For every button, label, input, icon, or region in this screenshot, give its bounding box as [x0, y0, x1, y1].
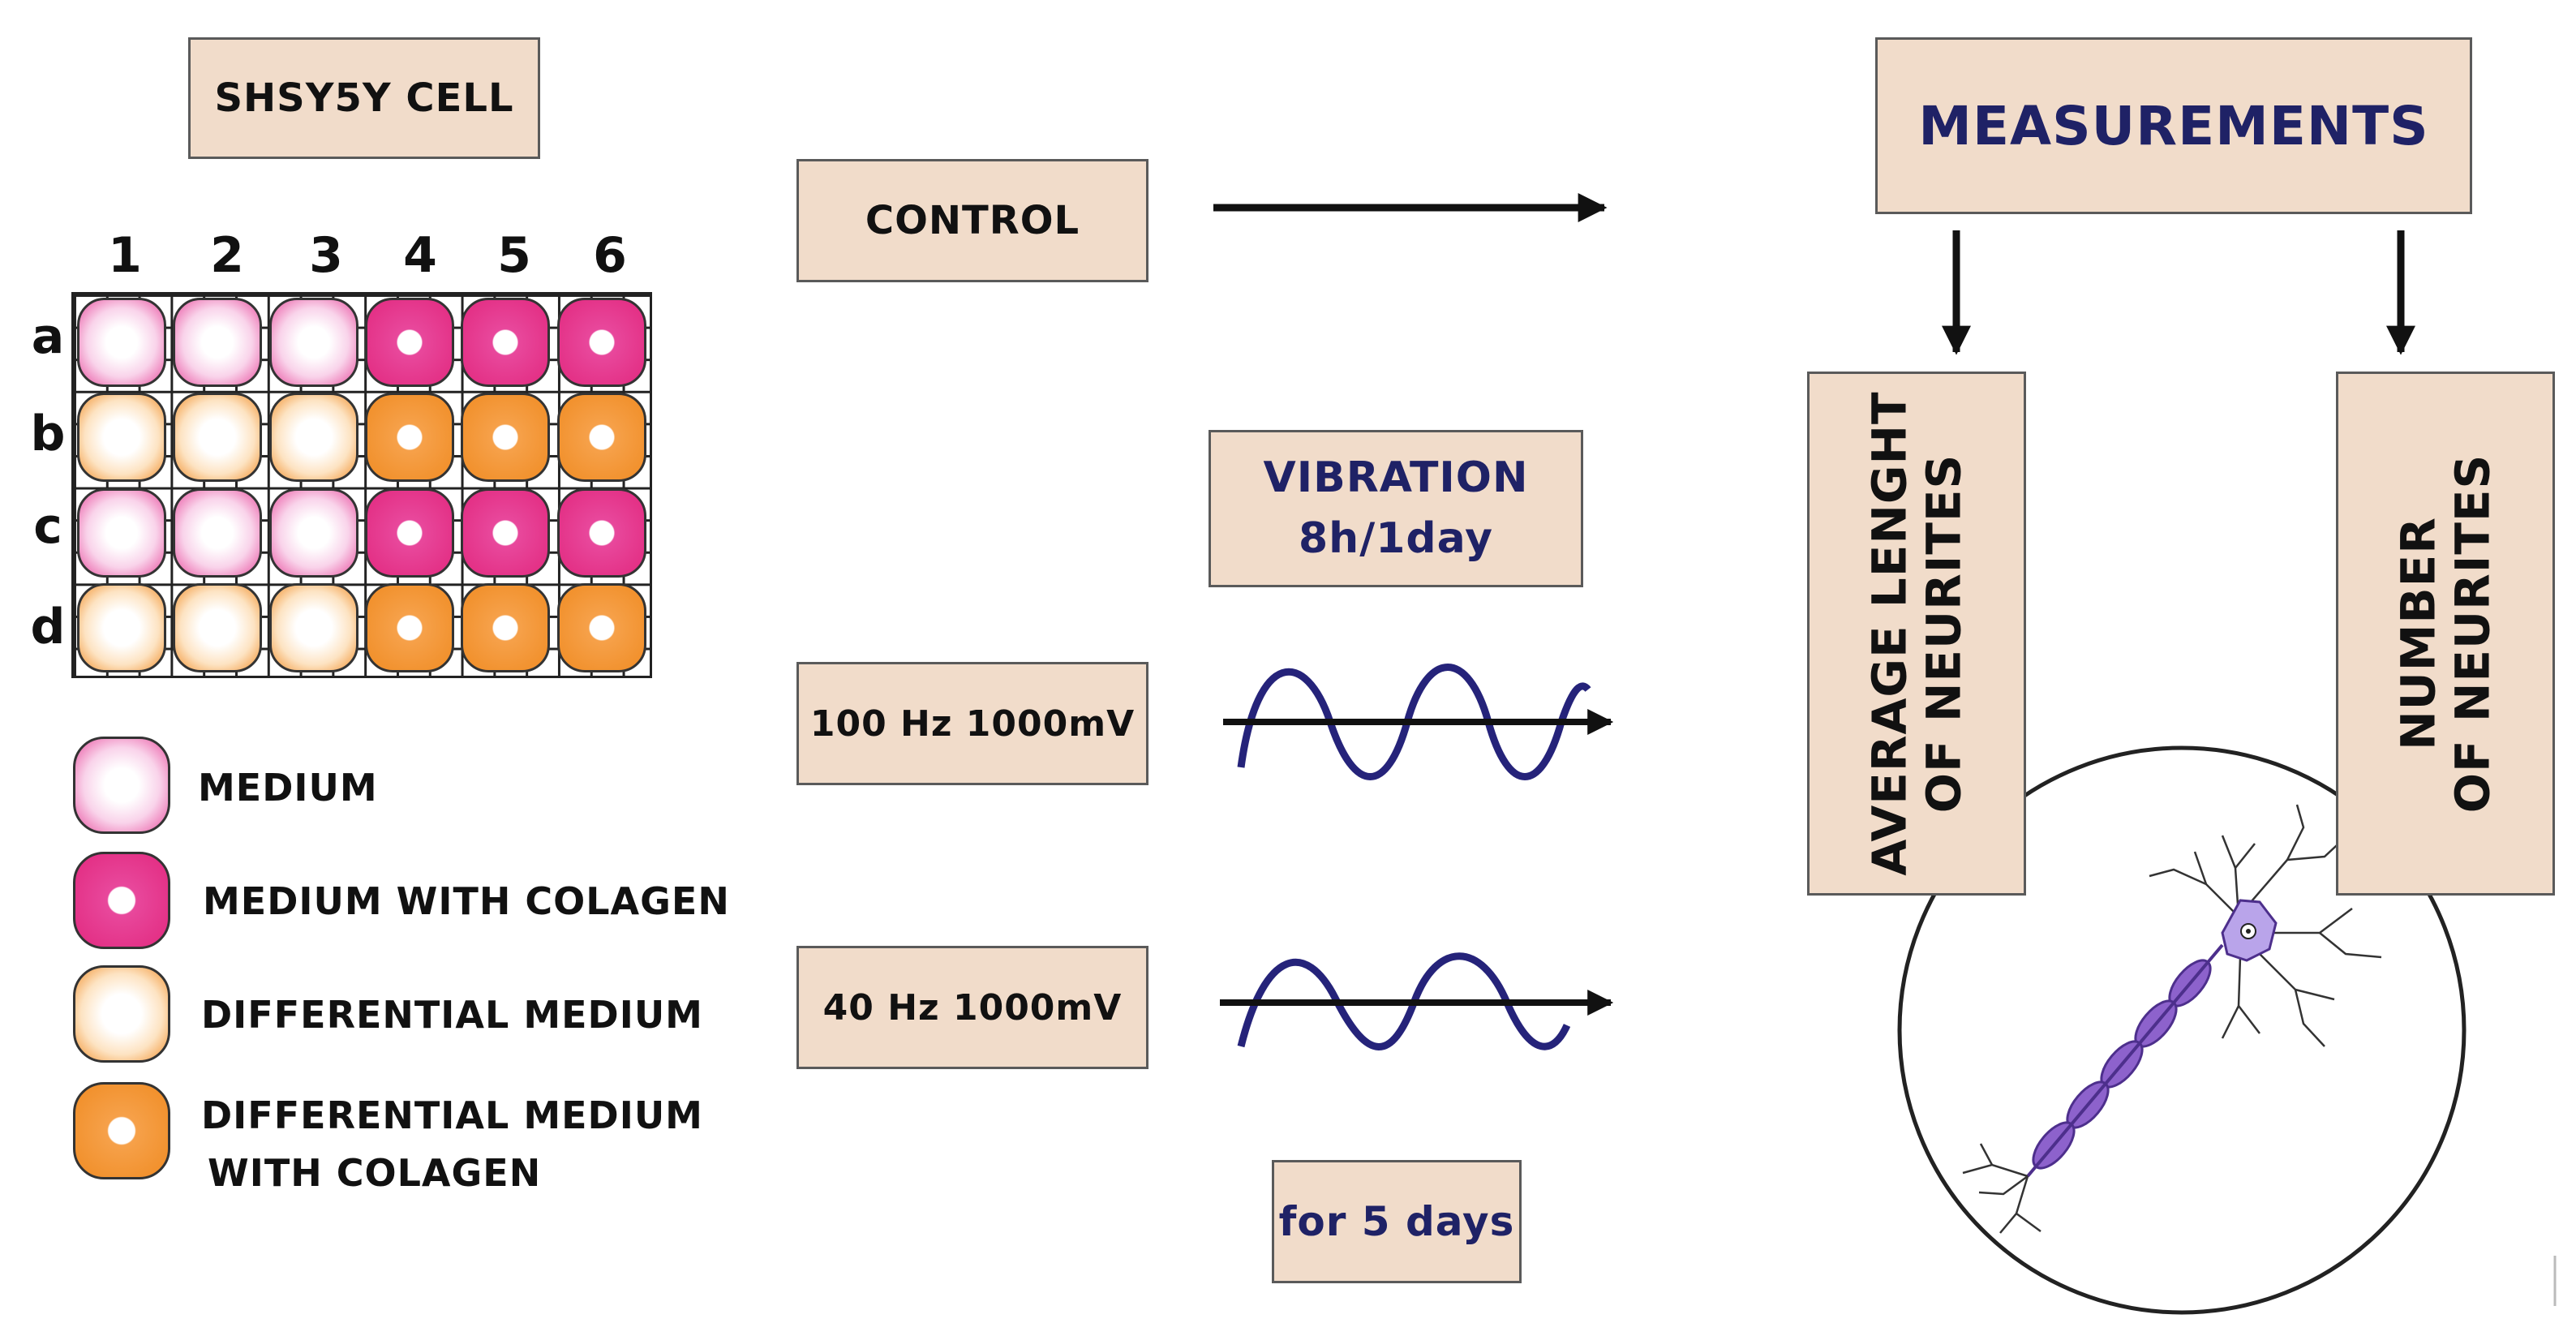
legend-differential-colagen-line1: DIFFERENTIAL MEDIUM	[201, 1093, 703, 1137]
wave-100hz	[1237, 664, 1591, 780]
freq-40-box: 40 Hz 1000mV	[796, 946, 1148, 1069]
number-label: NUMBER OF NEURITES	[2390, 453, 2500, 814]
number-line1: NUMBER	[2390, 517, 2446, 750]
legend-differential-colagen-line2: WITH COLAGEN	[208, 1151, 542, 1196]
plate-column-2: 2	[210, 227, 244, 284]
avg-length-line2: OF NEURITES	[1916, 453, 1971, 814]
plate-row-b: b	[30, 406, 66, 462]
vibration-schedule-label: 8h/1day	[1299, 514, 1493, 563]
well-b1	[77, 393, 167, 483]
well-d4	[365, 583, 455, 673]
well-c2	[173, 488, 263, 578]
control-box: CONTROL	[796, 159, 1148, 282]
legend-medium-swatch	[73, 737, 170, 834]
legend-differential-colagen-label: DIFFERENTIAL MEDIUM WITH COLAGEN	[201, 1087, 703, 1203]
measurements-title: MEASUREMENTS	[1918, 94, 2429, 157]
well-a1	[77, 297, 167, 387]
cell-type-label: SHSY5Y CELL	[214, 75, 514, 121]
well-plate	[71, 292, 652, 678]
well-a6	[556, 297, 646, 387]
legend-medium-colagen-swatch	[73, 852, 170, 949]
well-b4	[365, 393, 455, 483]
plate-column-3: 3	[309, 227, 343, 284]
legend-differential-colagen-swatch	[73, 1082, 170, 1179]
well-c5	[461, 488, 551, 578]
number-line2: OF NEURITES	[2445, 453, 2500, 814]
control-label: CONTROL	[865, 198, 1080, 243]
well-a3	[268, 297, 358, 387]
measurements-box: MEASUREMENTS	[1875, 37, 2472, 214]
freq-100-label: 100 Hz 1000mV	[809, 702, 1136, 745]
neuron-icon	[1962, 804, 2382, 1234]
well-c1	[77, 488, 167, 578]
well-d3	[268, 583, 358, 673]
cell-type-box: SHSY5Y CELL	[188, 37, 540, 159]
plate-row-a: a	[31, 308, 65, 365]
plate-column-6: 6	[593, 227, 627, 284]
vibration-box: VIBRATION 8h/1day	[1209, 430, 1583, 587]
duration-box: for 5 days	[1272, 1160, 1522, 1283]
avg-length-label: AVERAGE LENGHT OF NEURITES	[1861, 391, 1971, 876]
well-c6	[556, 488, 646, 578]
wave-40hz	[1237, 952, 1571, 1050]
well-b3	[268, 393, 358, 483]
freq-40-label: 40 Hz 1000mV	[822, 986, 1123, 1029]
well-b6	[556, 393, 646, 483]
well-c4	[365, 488, 455, 578]
well-b2	[173, 393, 263, 483]
vibration-label: VIBRATION	[1263, 453, 1529, 502]
plate-column-1: 1	[108, 227, 142, 284]
well-b5	[461, 393, 551, 483]
plate-column-5: 5	[497, 227, 531, 284]
legend-medium-colagen-label: MEDIUM WITH COLAGEN	[203, 879, 730, 923]
well-c3	[268, 488, 358, 578]
well-d5	[461, 583, 551, 673]
plate-row-c: c	[33, 498, 62, 555]
legend-medium-label: MEDIUM	[198, 766, 378, 810]
avg-length-line1: AVERAGE LENGHT	[1861, 391, 1917, 876]
well-d2	[173, 583, 263, 673]
well-a5	[461, 297, 551, 387]
duration-label: for 5 days	[1278, 1198, 1515, 1245]
neuron-circle	[1897, 745, 2467, 1315]
freq-100-box: 100 Hz 1000mV	[796, 662, 1148, 785]
avg-length-box: AVERAGE LENGHT OF NEURITES	[1807, 372, 2026, 896]
plate-row-d: d	[30, 599, 66, 655]
well-d1	[77, 583, 167, 673]
plate-column-4: 4	[403, 227, 437, 284]
well-a2	[173, 297, 263, 387]
legend-differential-swatch	[73, 965, 170, 1063]
well-a4	[365, 297, 455, 387]
number-box: NUMBER OF NEURITES	[2336, 372, 2555, 896]
well-d6	[556, 583, 646, 673]
legend-differential-label: DIFFERENTIAL MEDIUM	[201, 993, 703, 1037]
